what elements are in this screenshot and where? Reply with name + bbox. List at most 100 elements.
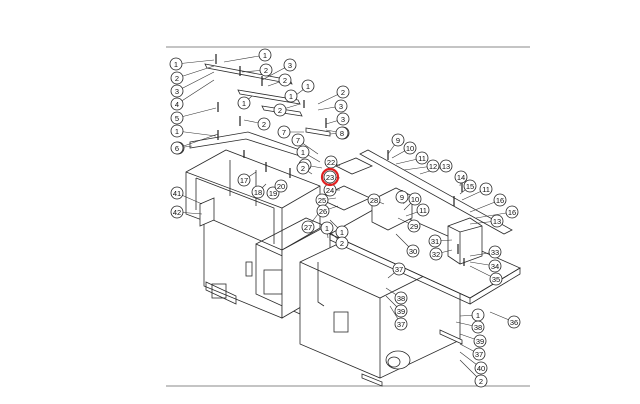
highlighted-callout-ring [320, 167, 340, 187]
callout-9: 9 [395, 190, 409, 204]
callout-circle [316, 204, 330, 218]
callout-1: 1 [237, 96, 251, 110]
callout-number: 39 [397, 307, 405, 316]
callout-number: 6 [175, 144, 179, 153]
callout-circle [426, 159, 440, 173]
callout-3: 3 [336, 112, 350, 126]
callout-circle [439, 159, 453, 173]
callout-circle [395, 190, 409, 204]
callout-2: 2 [257, 117, 271, 131]
callout-11: 11 [479, 182, 493, 196]
callout-circle [284, 89, 298, 103]
callout-circle [394, 304, 408, 318]
callout-42: 42 [170, 205, 184, 219]
callout-number: 15 [466, 182, 474, 191]
callout-circle [490, 214, 504, 228]
part-number-callouts: 1122334125121231234567871222232425262717… [169, 48, 521, 388]
callout-number: 31 [431, 237, 439, 246]
callout-number: 12 [429, 162, 437, 171]
callout-circle [170, 186, 184, 200]
callout-circle [367, 193, 381, 207]
callout-number: 2 [283, 76, 287, 85]
callout-number: 32 [432, 250, 440, 259]
callout-circle [169, 57, 183, 71]
callout-number: 37 [397, 320, 405, 329]
callout-circle [320, 221, 334, 235]
callout-circle [170, 205, 184, 219]
callout-10: 10 [403, 141, 417, 155]
callout-39: 39 [394, 304, 408, 318]
callout-13: 13 [439, 159, 453, 173]
callout-number: 34 [491, 262, 499, 271]
callout-number: 13 [442, 162, 450, 171]
callout-30: 30 [406, 244, 420, 258]
callout-7: 7 [291, 133, 305, 147]
callout-20: 20 [274, 179, 288, 193]
callout-number: 2 [175, 74, 179, 83]
callout-1: 1 [169, 57, 183, 71]
callout-number: 1 [476, 311, 480, 320]
callout-number: 42 [173, 208, 181, 217]
callout-number: 3 [288, 61, 292, 70]
callout-19: 19 [266, 186, 280, 200]
callout-number: 9 [396, 136, 400, 145]
callout-31: 31 [428, 234, 442, 248]
callout-circle [278, 73, 292, 87]
callout-number: 7 [282, 128, 286, 137]
callout-number: 41 [173, 189, 181, 198]
callout-3: 3 [334, 99, 348, 113]
callout-number: 1 [306, 82, 310, 91]
callout-circle [291, 133, 305, 147]
callout-number: 4 [175, 100, 179, 109]
callout-circle [429, 247, 443, 261]
callout-5: 5 [170, 111, 184, 125]
callout-circle [170, 97, 184, 111]
callout-circle [296, 161, 310, 175]
callout-41: 41 [170, 186, 184, 200]
callout-1: 1 [335, 225, 349, 239]
callout-circle [258, 48, 272, 62]
callout-number: 1 [175, 127, 179, 136]
callout-number: 14 [457, 173, 465, 182]
callout-number: 10 [406, 144, 414, 153]
callout-number: 16 [496, 196, 504, 205]
leader-line [223, 54, 266, 63]
callout-number: 8 [340, 129, 344, 138]
callout-number: 3 [175, 87, 179, 96]
callout-40: 40 [474, 361, 488, 375]
callout-number: 1 [325, 224, 329, 233]
callout-circle [251, 185, 265, 199]
callout-28: 28 [367, 193, 381, 207]
callout-number: 17 [240, 176, 248, 185]
callout-33: 33 [488, 245, 502, 259]
callout-number: 38 [474, 323, 482, 332]
callout-circle [266, 186, 280, 200]
callout-number: 25 [318, 196, 326, 205]
callout-3: 3 [170, 84, 184, 98]
leader-line [176, 130, 217, 137]
callout-14: 14 [454, 170, 468, 184]
callout-1: 1 [301, 79, 315, 93]
callout-circle [488, 245, 502, 259]
callout-number: 20 [277, 182, 285, 191]
callout-number: 1 [174, 60, 178, 69]
callout-number: 24 [326, 186, 334, 195]
callout-12: 12 [426, 159, 440, 173]
callout-number: 33 [491, 248, 499, 257]
callout-circle [463, 179, 477, 193]
callout-circle [257, 117, 271, 131]
callout-circle [473, 334, 487, 348]
callout-number: 3 [341, 115, 345, 124]
callout-circle [335, 126, 349, 140]
callout-number: 11 [419, 206, 427, 215]
leader-line [176, 79, 215, 105]
callout-number: 19 [269, 189, 277, 198]
callout-22: 22 [324, 155, 338, 169]
callout-2: 2 [278, 73, 292, 87]
callout-32: 32 [429, 247, 443, 261]
callout-number: 1 [340, 228, 344, 237]
callout-circle [301, 79, 315, 93]
callout-6: 6 [170, 141, 184, 155]
callout-number: 39 [476, 337, 484, 346]
callout-1: 1 [258, 48, 272, 62]
